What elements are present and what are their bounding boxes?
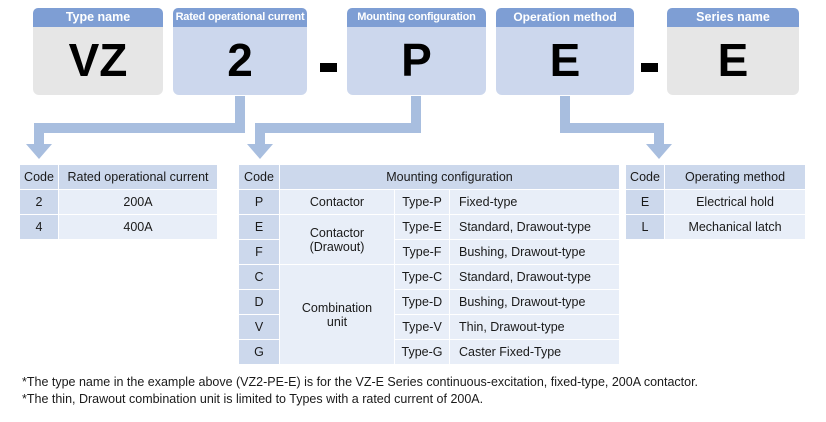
cell-code: L <box>626 215 664 239</box>
column-header-code: Code <box>239 165 279 189</box>
cell-description: Caster Fixed-Type <box>450 340 619 364</box>
code-segment-caption: Type name <box>33 8 163 27</box>
table-row: 2 200A <box>20 190 217 214</box>
table-header-row: Code Operating method <box>626 165 805 189</box>
table-row: E Electrical hold <box>626 190 805 214</box>
code-segment-caption: Rated operational current <box>173 8 307 27</box>
column-header-rated-current: Rated operational current <box>59 165 217 189</box>
cell-code: E <box>239 215 279 239</box>
cell-code: 2 <box>20 190 58 214</box>
code-segment-value: VZ <box>33 27 163 95</box>
table-header-row: Code Mounting configuration <box>239 165 619 189</box>
cell-code: V <box>239 315 279 339</box>
column-header-operating-method: Operating method <box>665 165 805 189</box>
cell-description: Standard, Drawout-type <box>450 265 619 289</box>
code-segment-operation-method: Operation method E <box>496 8 634 95</box>
column-header-mounting-configuration: Mounting configuration <box>280 165 619 189</box>
connector-arrowhead-2 <box>247 144 273 159</box>
code-segment-caption: Operation method <box>496 8 634 27</box>
table-row: L Mechanical latch <box>626 215 805 239</box>
cell-code: C <box>239 265 279 289</box>
table-row: F Type-F Bushing, Drawout-type <box>239 240 619 264</box>
group-label-line1: Combination <box>301 300 373 315</box>
cell-type: Type-V <box>395 315 449 339</box>
code-segment-caption: Series name <box>667 8 799 27</box>
code-separator-dash-1 <box>320 63 337 72</box>
group-label-line1: Contactor <box>309 225 365 240</box>
cell-group: Contactor <box>280 190 394 214</box>
cell-value: 400A <box>59 215 217 239</box>
table-header-row: Code Rated operational current <box>20 165 217 189</box>
table-mounting-configuration: Code Mounting configuration P Contactor … <box>238 164 620 365</box>
connector-stem-drop-3 <box>654 123 664 146</box>
group-label-line2: (Drawout) <box>309 239 365 254</box>
cell-code: E <box>626 190 664 214</box>
cell-type: Type-C <box>395 265 449 289</box>
cell-type: Type-P <box>395 190 449 214</box>
code-segment-value: E <box>496 27 634 95</box>
cell-code: D <box>239 290 279 314</box>
connector-stem-drop-1 <box>34 123 44 146</box>
table-row: G Type-G Caster Fixed-Type <box>239 340 619 364</box>
code-segment-caption: Mounting configuration <box>347 8 486 27</box>
table-row: 4 400A <box>20 215 217 239</box>
cell-description: Bushing, Drawout-type <box>450 290 619 314</box>
connector-stem-horizontal-2 <box>255 123 421 133</box>
cell-type: Type-F <box>395 240 449 264</box>
table-operating-method: Code Operating method E Electrical hold … <box>625 164 806 240</box>
code-segment-series-name: Series name E <box>667 8 799 95</box>
cell-group-combination-unit: Combination unit <box>280 265 394 364</box>
column-header-code: Code <box>626 165 664 189</box>
cell-value: Electrical hold <box>665 190 805 214</box>
cell-value: Mechanical latch <box>665 215 805 239</box>
code-segment-value: P <box>347 27 486 95</box>
table-row: V Type-V Thin, Drawout-type <box>239 315 619 339</box>
cell-code: 4 <box>20 215 58 239</box>
connector-stem-vertical-2 <box>411 96 421 123</box>
connector-stem-horizontal-1 <box>34 123 245 133</box>
cell-type: Type-D <box>395 290 449 314</box>
code-segment-value: 2 <box>173 27 307 95</box>
cell-description: Standard, Drawout-type <box>450 215 619 239</box>
connector-arrowhead-3 <box>646 144 672 159</box>
cell-code: G <box>239 340 279 364</box>
footnote-2: *The thin, Drawout combination unit is l… <box>22 392 484 406</box>
table-row: D Type-D Bushing, Drawout-type <box>239 290 619 314</box>
connector-stem-vertical-3 <box>560 96 570 123</box>
footnote-1: *The type name in the example above (VZ2… <box>22 375 699 389</box>
table-rated-operational-current: Code Rated operational current 2 200A 4 … <box>19 164 218 240</box>
cell-group-contactor-drawout: Contactor (Drawout) <box>280 215 394 264</box>
cell-code: F <box>239 240 279 264</box>
code-segment-rated-current: Rated operational current 2 <box>173 8 307 95</box>
code-segment-value: E <box>667 27 799 95</box>
cell-type: Type-G <box>395 340 449 364</box>
connector-stem-vertical-1 <box>235 96 245 123</box>
connector-stem-drop-2 <box>255 123 265 146</box>
cell-description: Fixed-type <box>450 190 619 214</box>
code-segment-mounting: Mounting configuration P <box>347 8 486 95</box>
column-header-code: Code <box>20 165 58 189</box>
table-row: C Combination unit Type-C Standard, Draw… <box>239 265 619 364</box>
code-separator-dash-2 <box>641 63 658 72</box>
cell-description: Bushing, Drawout-type <box>450 240 619 264</box>
group-label-line2: unit <box>326 314 348 329</box>
code-segment-type-name: Type name VZ <box>33 8 163 95</box>
cell-value: 200A <box>59 190 217 214</box>
connector-arrowhead-1 <box>26 144 52 159</box>
cell-description: Thin, Drawout-type <box>450 315 619 339</box>
cell-code: P <box>239 190 279 214</box>
table-row: P Contactor Type-P Fixed-type <box>239 190 619 214</box>
cell-type: Type-E <box>395 215 449 239</box>
connector-stem-horizontal-3 <box>560 123 664 133</box>
table-row: E Contactor (Drawout) Type-E Standard, D… <box>239 215 619 264</box>
